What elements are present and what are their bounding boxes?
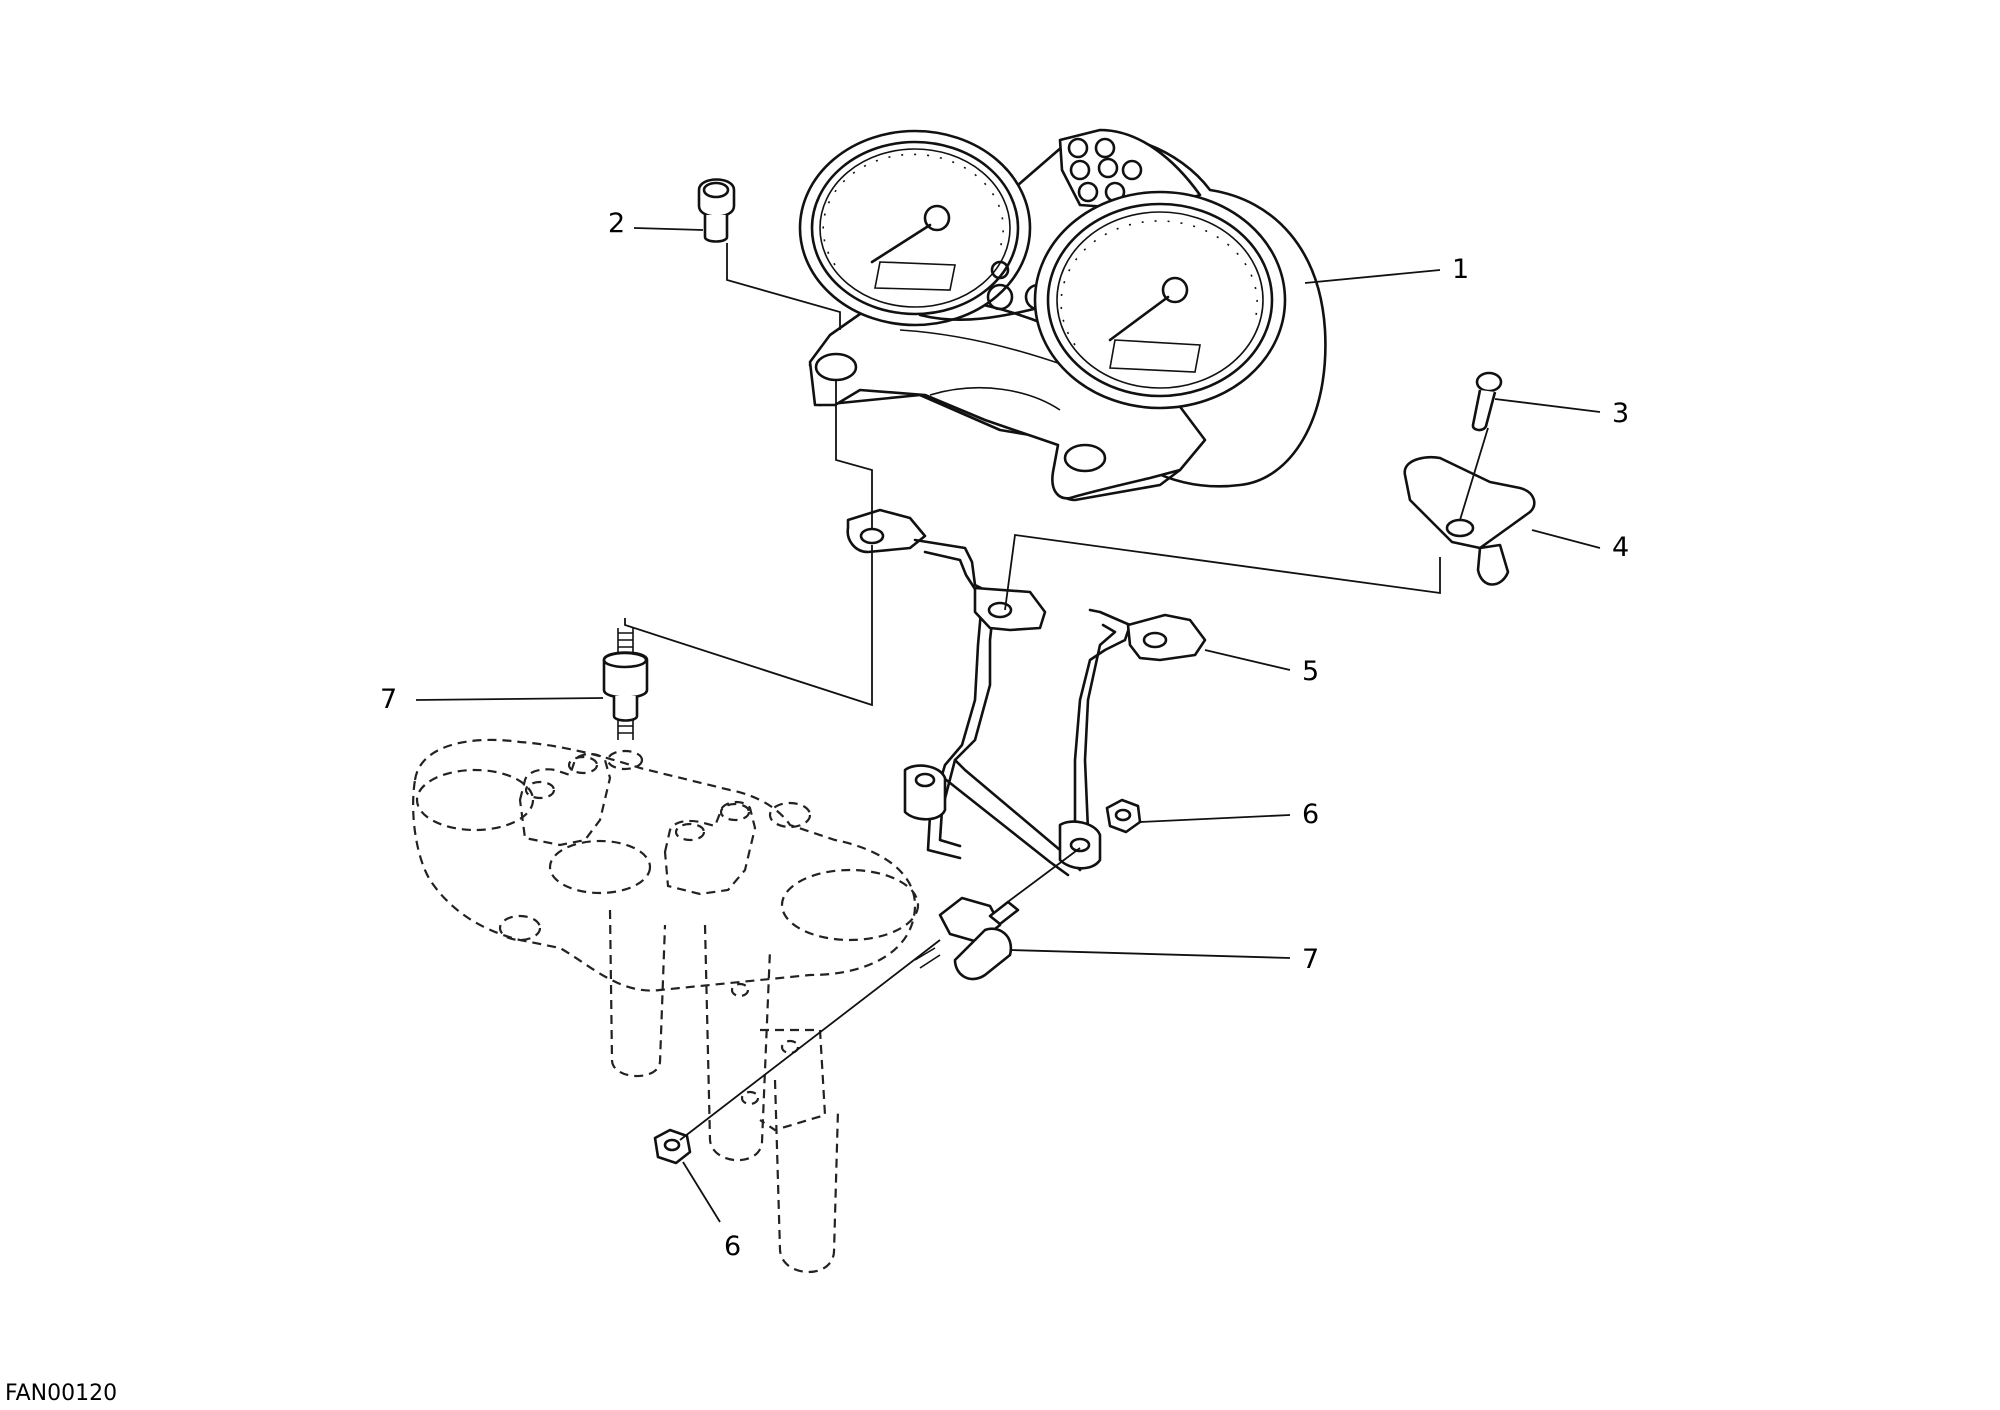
callout-3: 3 (1612, 398, 1629, 429)
screw-part-2 (697, 178, 736, 243)
callout-labels: 1 2 3 4 5 6 7 7 6 (380, 208, 1629, 1262)
instrument-cluster (798, 128, 1327, 502)
nut-part-6-upper (1105, 798, 1142, 834)
callout-7-lower: 7 (1302, 944, 1319, 975)
assembly-lines (624, 243, 1489, 1141)
screw-part-3 (1471, 371, 1503, 432)
callout-2: 2 (608, 208, 625, 239)
nut-part-6-lower (653, 1128, 692, 1165)
drawing-code: FAN00120 (5, 1381, 117, 1406)
callout-7-upper: 7 (380, 684, 397, 715)
spacer-part-7-lower (914, 896, 1020, 981)
callout-4: 4 (1612, 532, 1629, 563)
mounting-bracket-part-5 (846, 508, 1207, 877)
spacer-part-7-upper (602, 628, 649, 740)
tachometer-gauge (1033, 190, 1287, 410)
callout-1: 1 (1452, 254, 1469, 285)
callout-5: 5 (1302, 656, 1319, 687)
sensor-part-4 (1403, 455, 1536, 586)
callout-6-lower: 6 (724, 1231, 741, 1262)
callout-leaders (415, 227, 1601, 1223)
fork-triple-clamp-reference (412, 738, 920, 1274)
callout-6-upper: 6 (1302, 799, 1319, 830)
speedometer-gauge (798, 129, 1032, 327)
